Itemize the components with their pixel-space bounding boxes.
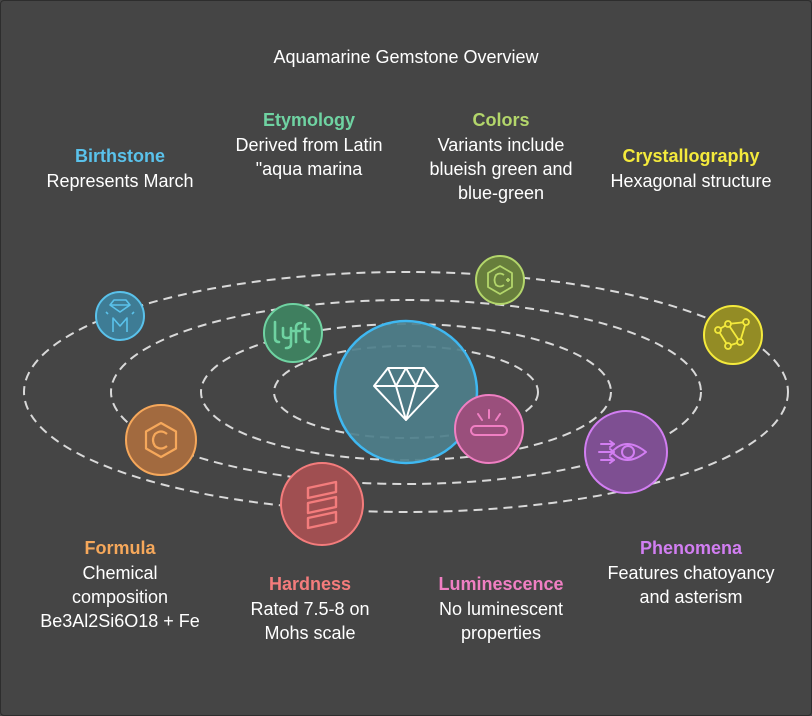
page-title: Aquamarine Gemstone Overview [273,47,539,67]
label-formula: Formula Chemical composition Be3Al2Si6O1… [40,536,200,633]
label-luminescence: Luminescence No luminescent properties [412,572,590,645]
heading-formula: Formula [84,538,156,558]
label-birthstone: Birthstone Represents March [20,144,220,193]
label-colors: Colors Variants include blueish green an… [416,108,586,205]
orbits [23,271,789,513]
c-plus-icon [487,265,513,295]
label-phenomena: Phenomena Features chatoyancy and asteri… [606,536,776,609]
node-luminescence[interactable] [454,394,524,464]
constellation-icon [714,318,750,350]
orbit-outer [23,271,789,513]
description-birthstone: Represents March [46,171,194,191]
node-birthstone[interactable] [95,291,145,341]
heading-crystallography: Crystallography [622,146,760,166]
description-hardness: Rated 7.5-8 on Mohs scale [250,599,370,643]
center-circle [333,319,479,465]
label-crystallography: Crystallography Hexagonal structure [606,144,776,193]
c-hexagon-icon [144,421,178,459]
description-formula: Chemical composition Be3Al2Si6O18 + Fe [40,563,200,631]
label-hardness: Hardness Rated 7.5-8 on Mohs scale [228,572,392,645]
heading-hardness: Hardness [268,574,352,594]
description-luminescence: No luminescent properties [438,599,564,643]
description-phenomena: Features chatoyancy and asterism [607,563,775,607]
heading-phenomena: Phenomena [639,538,743,558]
heading-luminescence: Luminescence [438,574,564,594]
description-crystallography: Hexagonal structure [610,171,772,191]
node-colors[interactable] [475,255,525,305]
center-node[interactable] [333,319,479,465]
node-etymology[interactable] [263,303,323,363]
diamond-icon [373,367,439,421]
node-formula[interactable] [125,404,197,476]
heading-etymology: Etymology [262,110,355,130]
label-etymology: Etymology Derived from Latin "aqua marin… [218,108,400,181]
lyft-icon [273,320,311,350]
orbit-inner [273,345,539,439]
light-tube-icon [470,409,508,436]
scala-icon [306,480,338,530]
node-crystallography[interactable] [703,305,763,365]
node-hardness[interactable] [280,462,364,546]
eye-arrows-icon [598,440,647,464]
node-phenomena[interactable] [584,410,668,494]
heading-birthstone: Birthstone [75,146,165,166]
heading-colors: Colors [472,110,530,130]
description-colors: Variants include blueish green and blue-… [429,135,573,203]
orbit-third [110,299,702,485]
diamond-m-icon [105,299,135,332]
description-etymology: Derived from Latin "aqua marina [235,135,383,179]
